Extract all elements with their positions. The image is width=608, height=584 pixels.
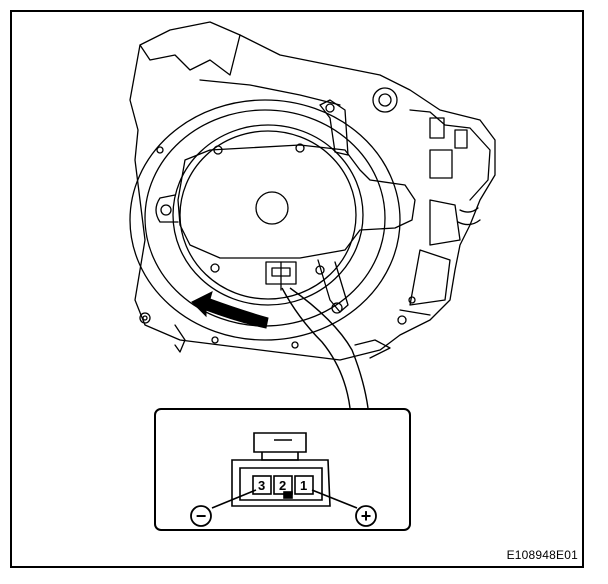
- scroll-outer-ring: [129, 99, 401, 341]
- motor-ring: [172, 124, 364, 306]
- housing-round-boss: [372, 87, 398, 113]
- housing-outline: [129, 21, 496, 361]
- positive-lead: [311, 489, 358, 509]
- rotation-arrow: [191, 291, 269, 329]
- diagram-frame: [10, 10, 584, 568]
- pin-label-1: 1: [300, 478, 307, 493]
- motor-bracket-upper: [319, 99, 349, 156]
- housing-top-detail-2: [199, 79, 341, 106]
- pin-cavity-1: [294, 475, 314, 495]
- connector-inset-box: [154, 408, 411, 531]
- housing-top-detail: [139, 34, 241, 76]
- housing-right-duct: [409, 109, 491, 201]
- positive-symbol: +: [361, 506, 372, 526]
- motor-body: [177, 144, 416, 259]
- positive-terminal: +: [355, 505, 377, 527]
- pin-label-2: 2: [279, 478, 286, 493]
- callout-leader: [281, 287, 369, 409]
- pin-label-3: 3: [258, 478, 265, 493]
- motor-shaft: [255, 191, 289, 225]
- negative-lead: [211, 489, 257, 509]
- pin-cavity-2: [273, 475, 293, 495]
- scroll-inner-ring: [144, 109, 386, 327]
- negative-terminal: −: [190, 505, 212, 527]
- figure-id: E108948E01: [506, 548, 578, 562]
- connector-front-view: [231, 432, 331, 507]
- negative-symbol: −: [196, 506, 207, 526]
- pin-cavity-3: [252, 475, 272, 495]
